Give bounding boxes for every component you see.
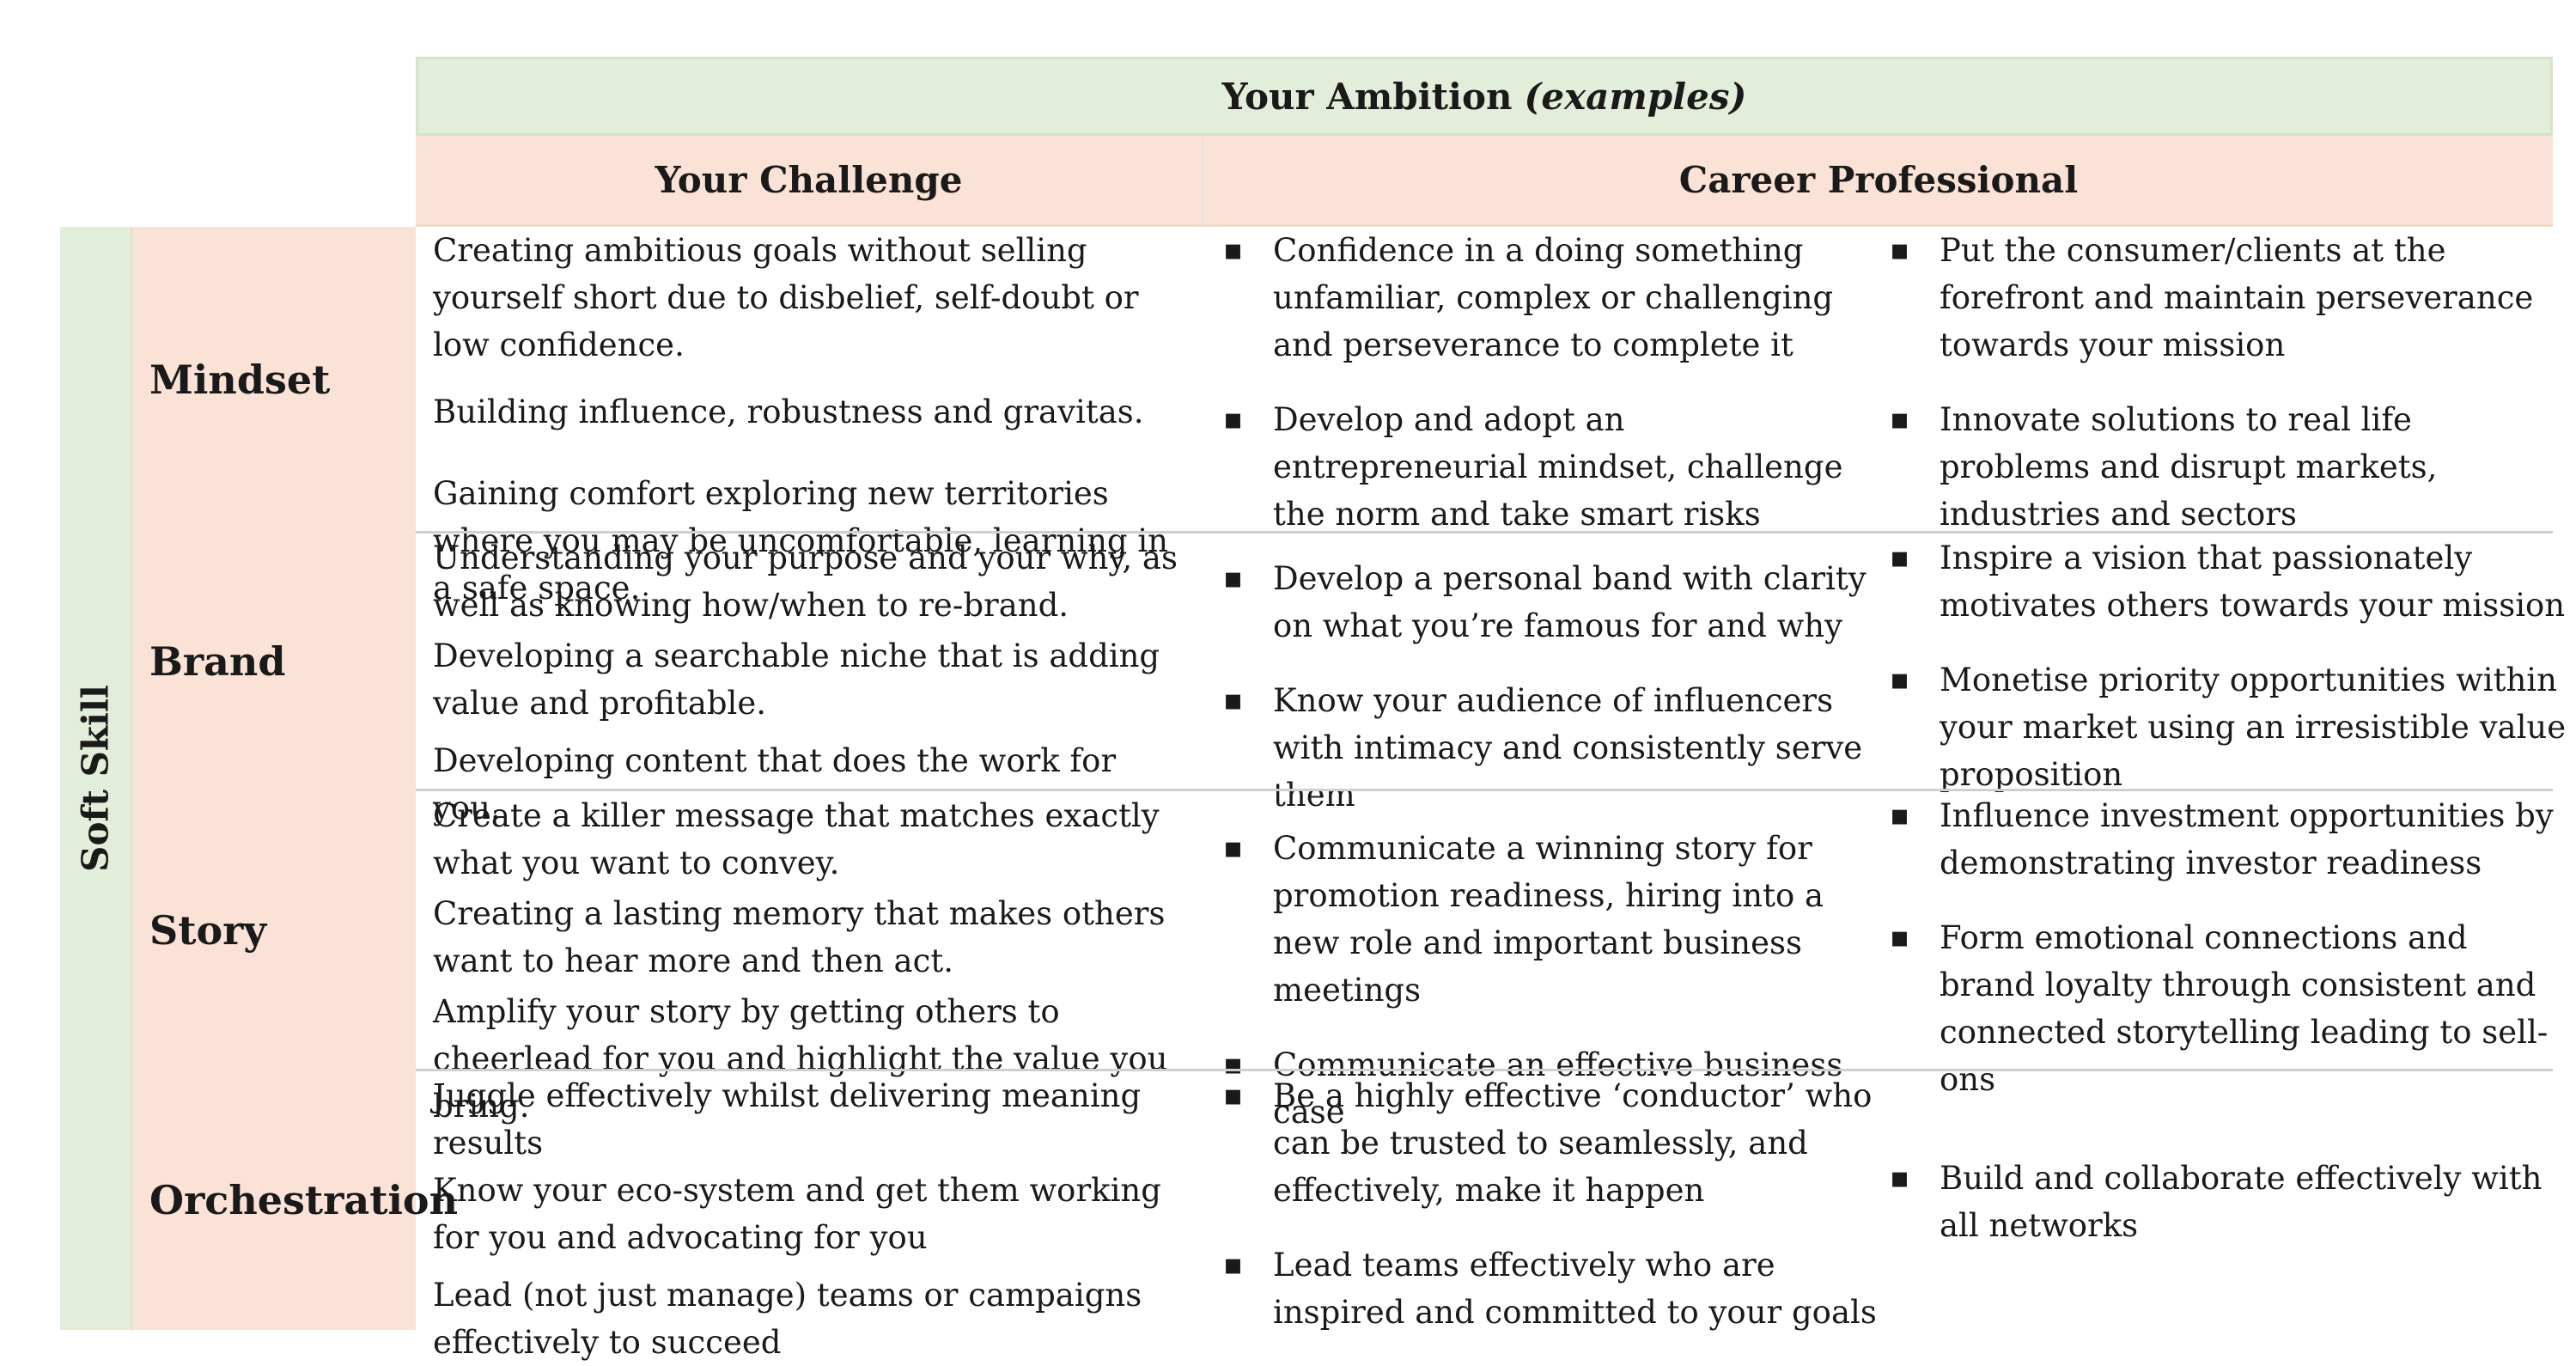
challenge-text: Creating a lasting memory that makes oth… (433, 895, 1166, 979)
soft-skill-label: Soft Skill (74, 685, 117, 872)
career-col2-brand: Inspire a vision that passionately motiv… (1890, 534, 2568, 798)
career-col1-brand: Develop a personal band with clarity on … (1223, 555, 1885, 819)
skill-story: Story (132, 790, 416, 1070)
challenge-text: Understanding your purpose and your why,… (433, 540, 1178, 624)
challenge-text: Developing content that does the work fo… (433, 742, 1117, 826)
list-item: Monetise priority opportunities within y… (1890, 656, 2568, 798)
list-item: Confidence in a doing something unfamili… (1223, 227, 1885, 369)
list-item: Inspire a vision that passionately motiv… (1890, 534, 2568, 629)
challenge-text: Developing a searchable niche that is ad… (433, 637, 1160, 722)
list-item: Develop and adopt an entrepreneurial min… (1223, 396, 1885, 538)
challenge-text: Gaining comfort exploring new territorie… (433, 475, 1169, 607)
skill-brand: Brand (132, 533, 416, 790)
challenge-text: Lead (not just manage) teams or campaign… (433, 1277, 1142, 1361)
skill-mindset: Mindset (132, 227, 416, 533)
list-item: Put the consumer/clients at the forefron… (1890, 227, 2568, 369)
list-item: Communicate a winning story for promotio… (1223, 825, 1885, 1014)
ambition-header: Your Ambition (examples) (416, 57, 2553, 136)
list-item: Innovate solutions to real life problems… (1890, 396, 2568, 538)
soft-skill-column: Soft Skill (60, 227, 132, 1330)
challenge-text: Juggle effectively whilst delivering mea… (433, 1077, 1142, 1162)
challenge-cell-brand: Understanding your purpose and your why,… (416, 534, 1204, 832)
career-col1-mindset: Confidence in a doing something unfamili… (1223, 227, 1885, 538)
list-item: Know your audience of influencers with i… (1223, 677, 1885, 819)
ambition-title: Your Ambition (1221, 75, 1513, 118)
list-item: Build and collaborate effectively with a… (1890, 1155, 2568, 1249)
career-header: Career Professional (1204, 136, 2553, 227)
list-item: Develop a personal band with clarity on … (1223, 555, 1885, 649)
row-divider (416, 789, 2553, 791)
list-item: Influence investment opportunities by de… (1890, 792, 2568, 887)
challenge-text: Creating ambitious goals without selling… (433, 232, 1139, 363)
career-col2-mindset: Put the consumer/clients at the forefron… (1890, 227, 2568, 538)
list-item: Form emotional connections and brand loy… (1890, 914, 2568, 1103)
skill-orchestration: Orchestration (132, 1070, 458, 1330)
challenge-text: Create a killer message that matches exa… (433, 797, 1160, 881)
career-col2-orchestration: Build and collaborate effectively with a… (1890, 1155, 2568, 1249)
challenge-text: Building influence, robustness and gravi… (433, 393, 1144, 430)
career-col2-story: Influence investment opportunities by de… (1890, 792, 2568, 1103)
ambition-examples: (examples) (1524, 75, 1747, 118)
row-divider (416, 531, 2553, 534)
list-item: Lead teams effectively who are inspired … (1223, 1241, 1885, 1336)
row-divider (416, 1069, 2553, 1071)
challenge-header: Your Challenge (416, 136, 1204, 227)
career-col1-orchestration: Be a highly effective ‘conductor’ who ca… (1223, 1072, 1885, 1336)
challenge-text: Know your eco-system and get them workin… (433, 1172, 1161, 1256)
challenge-cell-orchestration: Juggle effectively whilst delivering mea… (416, 1072, 1204, 1366)
challenge-cell-mindset: Creating ambitious goals without selling… (416, 227, 1204, 612)
list-item: Be a highly effective ‘conductor’ who ca… (1223, 1072, 1885, 1214)
